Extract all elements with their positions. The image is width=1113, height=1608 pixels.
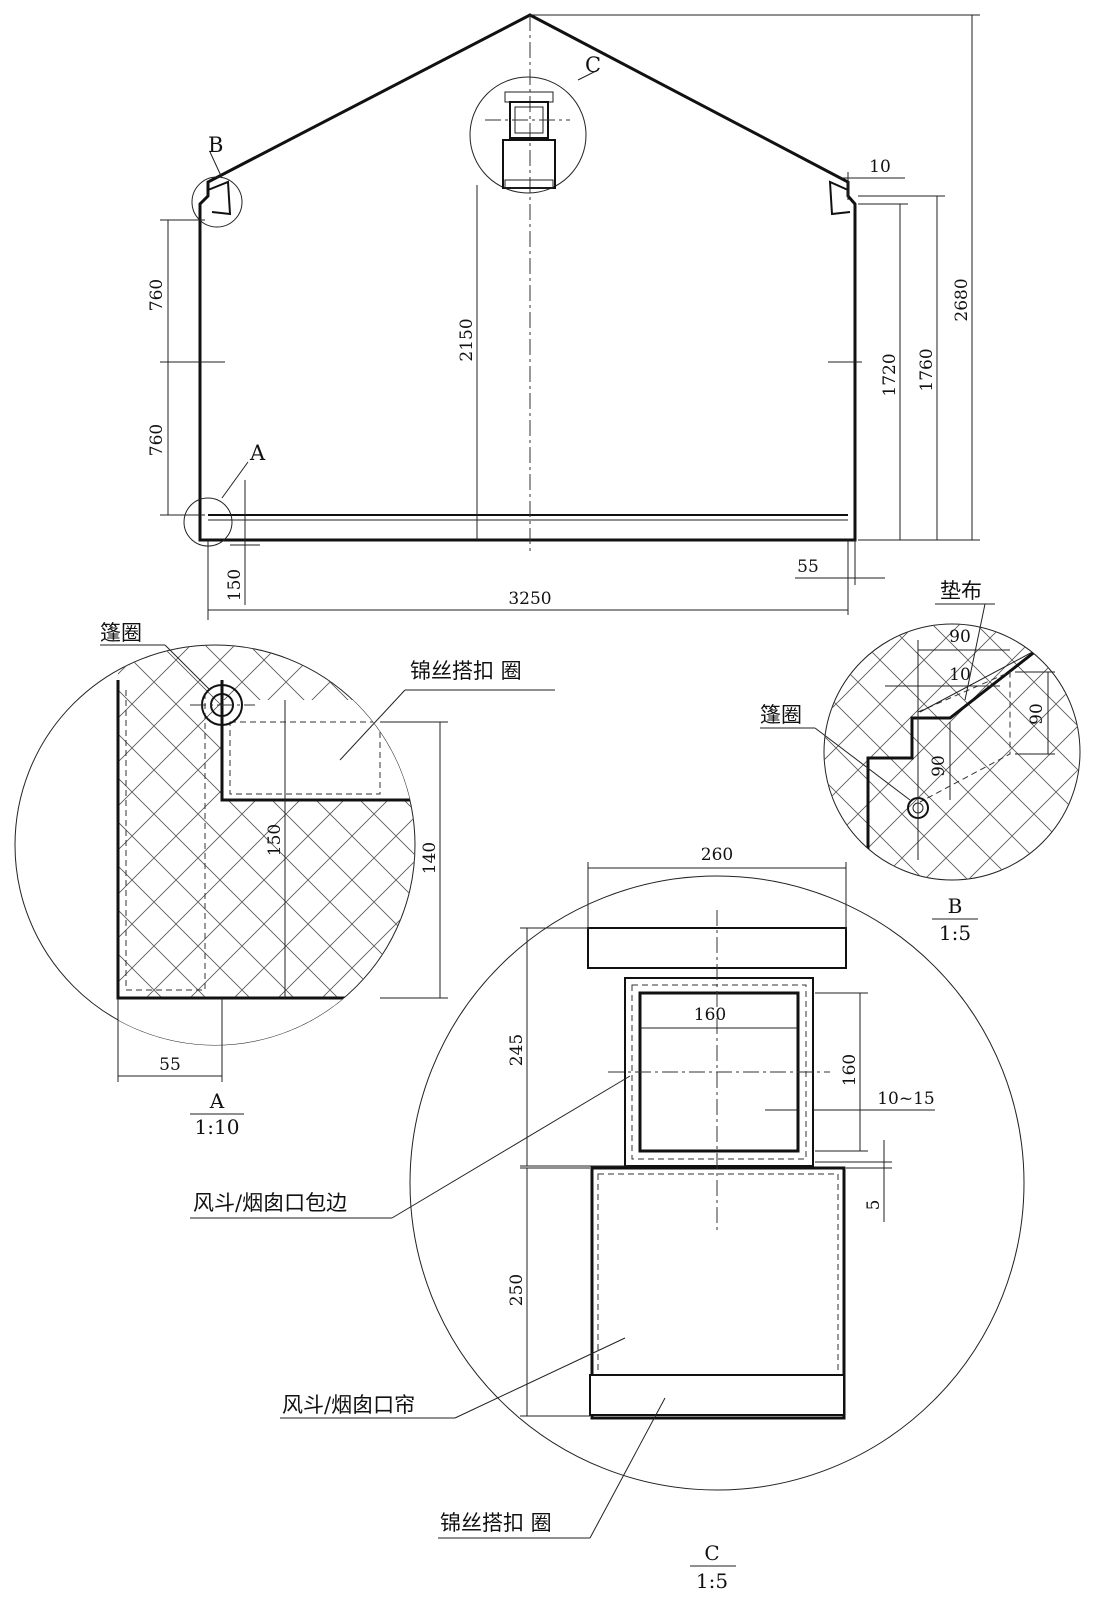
dim-1720: 1720 [880, 353, 900, 396]
dim-160-horizontal-c: 160 [694, 1005, 726, 1025]
callout-label-a: A [249, 441, 266, 465]
callout-circle-c [469, 76, 587, 194]
dim-10-15-c: 10~15 [877, 1089, 935, 1109]
dim-245-c: 245 [507, 1034, 527, 1066]
dim-150-main: 150 [225, 569, 245, 601]
dim-140-a: 140 [420, 842, 440, 874]
callout-label-c: C [585, 53, 601, 77]
label-cloth-b: 垫布 [940, 579, 982, 603]
detail-b-title-scale: 1:5 [939, 921, 971, 945]
dim-2150: 2150 [457, 318, 477, 361]
chimney-curtain [590, 1166, 846, 1420]
dim-2680: 2680 [952, 278, 972, 321]
detail-b: 垫布 90 10 90 90 篷圈 B 1:5 [760, 579, 1081, 945]
wall-outline [198, 13, 857, 542]
corner-notch-left [207, 180, 232, 216]
dim-3250: 3250 [508, 589, 551, 609]
chimney-opening-mini [485, 91, 570, 189]
label-grommet-a: 篷圈 [100, 621, 142, 645]
dim-55-a: 55 [159, 1055, 181, 1075]
detail-a-title-letter: A [209, 1089, 225, 1113]
dim-760-lower: 760 [147, 424, 167, 456]
velcro-strip-bottom [589, 1374, 845, 1416]
corner-notch-right [828, 180, 851, 216]
dim-5-c: 5 [864, 1200, 884, 1211]
dim-160-vertical-c: 160 [840, 1054, 860, 1086]
dim-1760: 1760 [917, 348, 937, 391]
dim-90-vertical-b: 90 [929, 755, 949, 777]
dim-250-c: 250 [507, 1274, 527, 1306]
callout-label-b: B [208, 133, 223, 157]
dim-10-b: 10 [949, 665, 971, 685]
label-grommet-b: 篷圈 [760, 703, 802, 727]
label-chimney-edge: 风斗/烟囱口包边 [193, 1191, 347, 1215]
detail-c-circle [409, 875, 1025, 1491]
detail-a-title-scale: 1:10 [195, 1115, 240, 1139]
callout-circle-b [191, 176, 243, 228]
dim-10: 10 [869, 157, 891, 177]
dim-90-top-b: 90 [949, 627, 971, 647]
dim-150-a: 150 [265, 824, 285, 856]
detail-c-title-letter: C [704, 1541, 719, 1565]
dim-90-right-b: 90 [1027, 703, 1047, 725]
dim-55-main: 55 [797, 557, 819, 577]
label-velcro-c: 锦丝搭扣 圈 [440, 1511, 552, 1535]
detail-c: 260 160 160 245 10~15 5 250 风斗/烟囱口包边 风斗/… [190, 845, 1025, 1593]
dim-260-c: 260 [701, 845, 733, 865]
dim-760-upper: 760 [147, 279, 167, 311]
detail-a: 篷圈 锦丝搭扣 圈 150 140 55 A 1:10 [14, 621, 555, 1139]
label-velcro-a: 锦丝搭扣 圈 [410, 659, 522, 683]
label-chimney-curtain: 风斗/烟囱口帘 [282, 1393, 415, 1417]
main-elevation: B C A 760 760 2150 10 [147, 13, 980, 620]
detail-c-title-scale: 1:5 [696, 1569, 728, 1593]
detail-b-title-letter: B [948, 894, 963, 918]
